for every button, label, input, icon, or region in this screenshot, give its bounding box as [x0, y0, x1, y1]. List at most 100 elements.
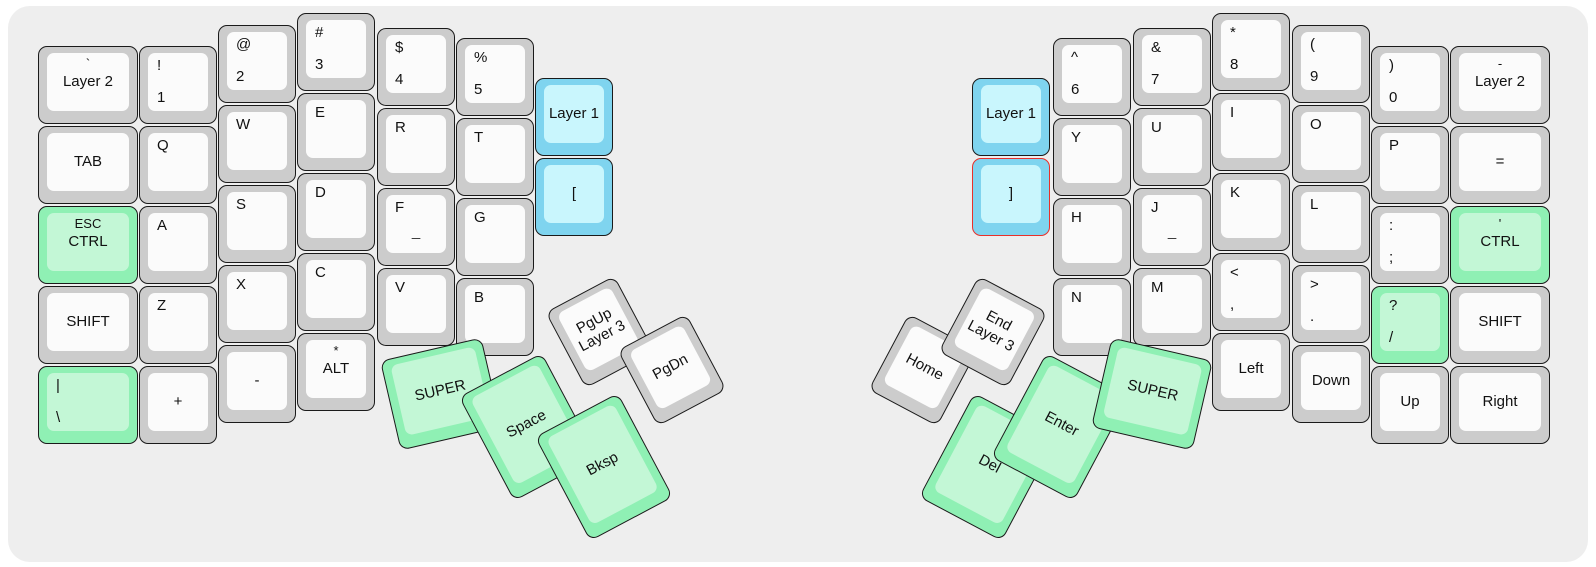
keycap-legend-base: O — [1310, 116, 1322, 133]
key-d[interactable]: D — [297, 173, 375, 251]
key-5[interactable]: %5 — [456, 38, 534, 116]
keycap: = — [1459, 133, 1541, 191]
key-7[interactable]: &7 — [1133, 28, 1211, 106]
keycap: X — [227, 272, 287, 330]
key-key[interactable]: >. — [1292, 265, 1370, 343]
key-q[interactable]: Q — [139, 126, 217, 204]
keycap-legend-main: Enter — [1042, 407, 1082, 440]
keycap-legend-top: ' — [1498, 216, 1502, 231]
keycap: Layer 1 — [544, 85, 604, 143]
key-key[interactable]: + — [139, 366, 217, 444]
key-0[interactable]: )0 — [1371, 46, 1449, 124]
key-layer-1[interactable]: Layer 1 — [972, 78, 1050, 156]
key-6[interactable]: ^6 — [1053, 38, 1131, 116]
keycap-legend-shifted: @ — [236, 36, 252, 53]
key-key[interactable]: <, — [1212, 253, 1290, 331]
keycap-legend-base: 4 — [395, 71, 404, 89]
key-e[interactable]: E — [297, 93, 375, 171]
keycap: Up — [1380, 373, 1440, 431]
keycap-legend-shifted: % — [474, 49, 488, 66]
key-alt[interactable]: *ALT — [297, 333, 375, 411]
keycap-legend-main: PgDn — [649, 350, 691, 383]
key-i[interactable]: I — [1212, 93, 1290, 171]
key-shift[interactable]: SHIFT — [1450, 286, 1550, 364]
key-key[interactable]: |\ — [38, 366, 138, 444]
key-l[interactable]: L — [1292, 185, 1370, 263]
homing-bar-icon: _ — [1167, 223, 1177, 240]
key-key[interactable]: = — [1450, 126, 1550, 204]
keycap: F_ — [386, 195, 446, 253]
key-j[interactable]: J_ — [1133, 188, 1211, 266]
key-ctrl[interactable]: 'CTRL — [1450, 206, 1550, 284]
keycap-legend-base: W — [236, 116, 251, 133]
keycap-legend-shifted: ( — [1310, 36, 1315, 53]
keycap-legend-shifted: $ — [395, 39, 404, 56]
keycap-legend-base: / — [1389, 329, 1394, 347]
key-h[interactable]: H — [1053, 198, 1131, 276]
keycap: !1 — [148, 53, 208, 111]
key-p[interactable]: P — [1371, 126, 1449, 204]
keycap-legend-base: L — [1310, 196, 1319, 213]
keycap: PgDn — [628, 324, 713, 411]
keycap: Z — [148, 293, 208, 351]
key-m[interactable]: M — [1133, 268, 1211, 346]
keycap: SUPER — [1102, 346, 1203, 436]
keycap-legend-base: C — [315, 264, 326, 281]
keycap: U — [1142, 115, 1202, 173]
keycap-legend-base: Z — [157, 297, 167, 314]
keycap: D — [306, 180, 366, 238]
key-w[interactable]: W — [218, 105, 296, 183]
keycap-legend-shifted: ? — [1389, 297, 1398, 314]
keycap-legend-base: . — [1310, 308, 1315, 326]
key-3[interactable]: #3 — [297, 13, 375, 91]
keycap: W — [227, 112, 287, 170]
key-right[interactable]: Right — [1450, 366, 1550, 444]
key-g[interactable]: G — [456, 198, 534, 276]
key-1[interactable]: !1 — [139, 46, 217, 124]
keycap-legend-base: 1 — [157, 89, 166, 107]
key-z[interactable]: Z — [139, 286, 217, 364]
key-key[interactable]: :; — [1371, 206, 1449, 284]
key-key[interactable]: ] — [972, 158, 1050, 236]
keycap-legend-main: Layer 1 — [985, 104, 1037, 122]
key-9[interactable]: (9 — [1292, 25, 1370, 103]
key-tab[interactable]: TAB — [38, 126, 138, 204]
key-c[interactable]: C — [297, 253, 375, 331]
key-key[interactable]: ?/ — [1371, 286, 1449, 364]
keycap-legend-base: P — [1389, 137, 1400, 154]
keycap-legend-shifted: : — [1389, 217, 1394, 234]
key-left[interactable]: Left — [1212, 333, 1290, 411]
key-s[interactable]: S — [218, 185, 296, 263]
key-t[interactable]: T — [456, 118, 534, 196]
key-4[interactable]: $4 — [377, 28, 455, 106]
keycap: #3 — [306, 20, 366, 78]
key-layer-1[interactable]: Layer 1 — [535, 78, 613, 156]
key-n[interactable]: N — [1053, 278, 1131, 356]
key-shift[interactable]: SHIFT — [38, 286, 138, 364]
key-key[interactable]: [ — [535, 158, 613, 236]
key-down[interactable]: Down — [1292, 345, 1370, 423]
keycap: B — [465, 285, 525, 343]
key-u[interactable]: U — [1133, 108, 1211, 186]
key-f[interactable]: F_ — [377, 188, 455, 266]
keycap: >. — [1301, 272, 1361, 330]
keycap: -Layer 2 — [1459, 53, 1541, 111]
key-layer-2[interactable]: `Layer 2 — [38, 46, 138, 124]
key-8[interactable]: *8 — [1212, 13, 1290, 91]
key-a[interactable]: A — [139, 206, 217, 284]
keycap: |\ — [47, 373, 129, 431]
keycap: &7 — [1142, 35, 1202, 93]
key-o[interactable]: O — [1292, 105, 1370, 183]
keycap-legend-main: SUPER — [413, 376, 468, 405]
key-x[interactable]: X — [218, 265, 296, 343]
key-k[interactable]: K — [1212, 173, 1290, 251]
key-layer-2[interactable]: -Layer 2 — [1450, 46, 1550, 124]
key-up[interactable]: Up — [1371, 366, 1449, 444]
key-r[interactable]: R — [377, 108, 455, 186]
key--[interactable]: - — [218, 345, 296, 423]
key-v[interactable]: V — [377, 268, 455, 346]
keycap-legend-top: * — [333, 343, 339, 358]
key-y[interactable]: Y — [1053, 118, 1131, 196]
key-2[interactable]: @2 — [218, 25, 296, 103]
